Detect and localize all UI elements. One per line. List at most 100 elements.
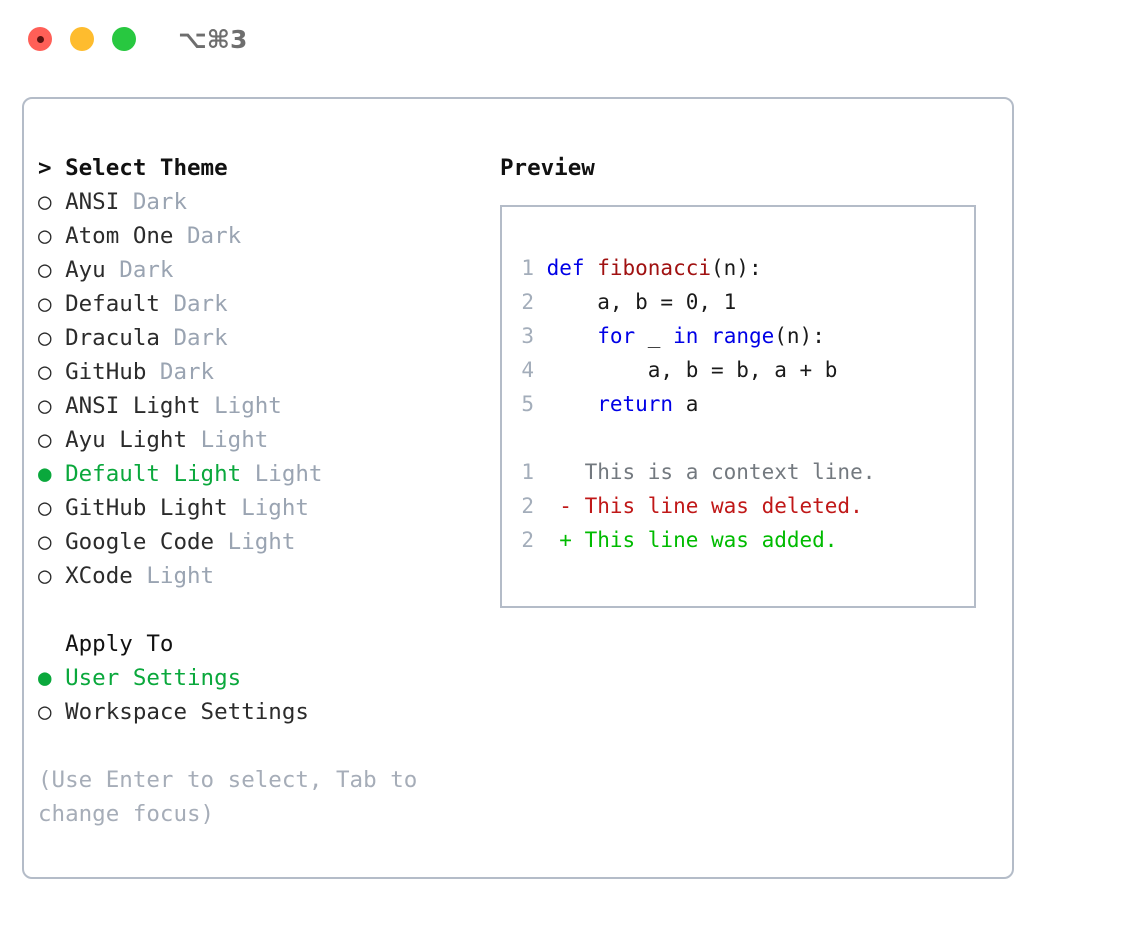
radio-selected-icon: ● <box>38 461 66 487</box>
code-line: 3 for _ in range(n): <box>520 319 974 353</box>
code-line: 4 a, b = b, a + b <box>520 353 974 387</box>
code-token <box>534 324 597 348</box>
minimize-window-icon[interactable] <box>70 27 94 51</box>
traffic-light-group <box>28 27 136 51</box>
radio-unselected-icon: ○ <box>38 359 66 385</box>
radio-unselected-icon: ○ <box>38 189 66 215</box>
code-token: fibonacci <box>597 256 712 280</box>
code-token: a, b = b, a + b <box>534 358 838 382</box>
diff-sample: 1 This is a context line.2 - This line w… <box>520 455 974 557</box>
code-diff-separator <box>520 421 974 455</box>
theme-option-label: Dracula <box>65 325 174 351</box>
hint-spacer <box>38 729 498 763</box>
theme-option-google-code[interactable]: ○ Google Code Light <box>38 525 498 559</box>
apply-to-list: ● User Settings○ Workspace Settings <box>38 661 498 729</box>
code-token: return <box>597 392 674 416</box>
line-number: 4 <box>521 358 534 382</box>
theme-option-label: Ayu Light <box>65 427 201 453</box>
code-token: range <box>711 324 775 348</box>
theme-option-atom-one[interactable]: ○ Atom One Dark <box>38 219 498 253</box>
theme-option-label: ANSI Light <box>65 393 215 419</box>
theme-option-ansi[interactable]: ○ ANSI Dark <box>38 185 498 219</box>
diff-text-ctx: This is a context line. <box>534 460 876 484</box>
keyboard-shortcut-label: ⌥⌘3 <box>178 24 248 54</box>
diff-line: 1 This is a context line. <box>520 455 974 489</box>
list-spacer <box>38 593 498 627</box>
radio-unselected-icon: ○ <box>38 257 66 283</box>
theme-option-xcode[interactable]: ○ XCode Light <box>38 559 498 593</box>
theme-variant-tag: Dark <box>173 291 228 317</box>
theme-option-ansi-light[interactable]: ○ ANSI Light Light <box>38 389 498 423</box>
code-line: 1 def fibonacci(n): <box>520 251 974 285</box>
theme-option-ayu[interactable]: ○ Ayu Dark <box>38 253 498 287</box>
theme-variant-tag: Light <box>227 529 296 555</box>
diff-line: 2 + This line was added. <box>520 523 974 557</box>
radio-unselected-icon: ○ <box>38 223 66 249</box>
radio-unselected-icon: ○ <box>38 699 66 725</box>
code-token: a, b = 0, 1 <box>534 290 737 314</box>
theme-option-github-light[interactable]: ○ GitHub Light Light <box>38 491 498 525</box>
diff-text-del: - This line was deleted. <box>534 494 863 518</box>
theme-picker-heading: > Select Theme <box>38 155 228 181</box>
theme-variant-tag: Dark <box>173 325 228 351</box>
radio-unselected-icon: ○ <box>38 427 66 453</box>
theme-picker-column: > Select Theme ○ ANSI Dark○ Atom One Dar… <box>38 151 498 831</box>
theme-option-label: Default Light <box>65 461 255 487</box>
hint-line-1: (Use Enter to select, Tab to <box>38 767 418 793</box>
theme-variant-tag: Light <box>241 495 309 521</box>
theme-option-default[interactable]: ○ Default Dark <box>38 287 498 321</box>
apply-to-option-label: Workspace Settings <box>65 699 309 725</box>
apply-to-option-workspace-settings[interactable]: ○ Workspace Settings <box>38 695 498 729</box>
line-number: 2 <box>521 494 534 518</box>
theme-variant-tag: Dark <box>159 359 215 385</box>
theme-option-default-light[interactable]: ● Default Light Light <box>38 457 498 491</box>
theme-variant-tag: Dark <box>132 189 188 215</box>
line-number: 1 <box>521 460 534 484</box>
theme-option-label: Atom One <box>65 223 188 249</box>
theme-variant-tag: Light <box>146 563 215 589</box>
theme-option-ayu-light[interactable]: ○ Ayu Light Light <box>38 423 498 457</box>
apply-to-option-label: User Settings <box>65 665 242 691</box>
apply-to-option-user-settings[interactable]: ● User Settings <box>38 661 498 695</box>
code-token <box>534 392 597 416</box>
diff-text-add: + This line was added. <box>534 528 838 552</box>
code-line: 5 return a <box>520 387 974 421</box>
title-bar: ⌥⌘3 <box>0 0 1140 78</box>
code-token: _ <box>635 324 674 348</box>
code-token: (n): <box>774 324 825 348</box>
preview-column: Preview 1 def fibonacci(n):2 a, b = 0, 1… <box>500 151 1000 608</box>
radio-selected-icon: ● <box>38 665 66 691</box>
code-token: for <box>597 324 636 348</box>
maximize-window-icon[interactable] <box>112 27 136 51</box>
preview-heading: Preview <box>500 155 595 181</box>
theme-list: ○ ANSI Dark○ Atom One Dark○ Ayu Dark○ De… <box>38 185 498 593</box>
theme-variant-tag: Light <box>254 461 323 487</box>
theme-variant-tag: Light <box>214 393 282 419</box>
line-number: 2 <box>521 290 534 314</box>
close-window-icon[interactable] <box>28 27 52 51</box>
code-token <box>698 324 711 348</box>
theme-option-label: ANSI <box>65 189 133 215</box>
line-number: 1 <box>521 256 534 280</box>
theme-option-dracula[interactable]: ○ Dracula Dark <box>38 321 498 355</box>
theme-option-label: GitHub <box>65 359 160 385</box>
radio-unselected-icon: ○ <box>38 325 66 351</box>
apply-to-heading: Apply To <box>38 631 174 657</box>
line-number: 3 <box>521 324 534 348</box>
radio-unselected-icon: ○ <box>38 393 66 419</box>
theme-option-github[interactable]: ○ GitHub Dark <box>38 355 498 389</box>
theme-option-label: Default <box>65 291 174 317</box>
theme-variant-tag: Dark <box>187 223 242 249</box>
theme-option-label: Google Code <box>65 529 228 555</box>
theme-option-label: GitHub Light <box>65 495 242 521</box>
code-token: a <box>673 392 699 416</box>
line-number: 2 <box>521 528 534 552</box>
line-number: 5 <box>521 392 534 416</box>
code-token: (n): <box>711 256 762 280</box>
theme-variant-tag: Light <box>200 427 269 453</box>
code-line: 2 a, b = 0, 1 <box>520 285 974 319</box>
radio-unselected-icon: ○ <box>38 529 66 555</box>
